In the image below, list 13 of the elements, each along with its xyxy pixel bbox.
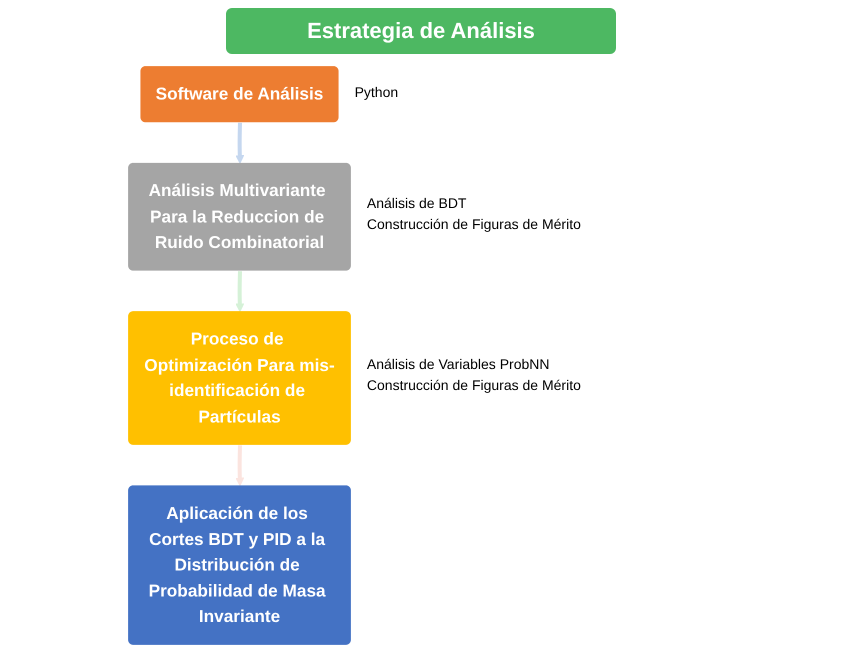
bullet-note: Python bbox=[354, 83, 398, 102]
title-banner: Estrategia de Análisis bbox=[226, 8, 616, 54]
bullet-note: Construcción de Figuras de Mérito bbox=[366, 214, 581, 234]
arrow bbox=[235, 445, 244, 486]
node-box: Aplicación de los Cortes BDT y PID a la Distribución de Probabilidad de Masa Invariante bbox=[128, 485, 351, 645]
node-box: Análisis Multivariante Para la Reduccion de Ruido Combinatorial bbox=[128, 162, 351, 271]
bullet-note: Análisis de Variables ProbNN bbox=[366, 355, 550, 374]
node-box: Software de Análisis bbox=[140, 66, 339, 122]
arrow bbox=[235, 271, 244, 312]
node-box: Proceso de Optimización Para mis-identificación de Partículas bbox=[128, 311, 351, 445]
arrow bbox=[235, 122, 244, 164]
bullet-note: Construcción de Figuras de Mérito bbox=[366, 376, 581, 395]
bullet-note: Análisis de BDT bbox=[366, 194, 468, 213]
